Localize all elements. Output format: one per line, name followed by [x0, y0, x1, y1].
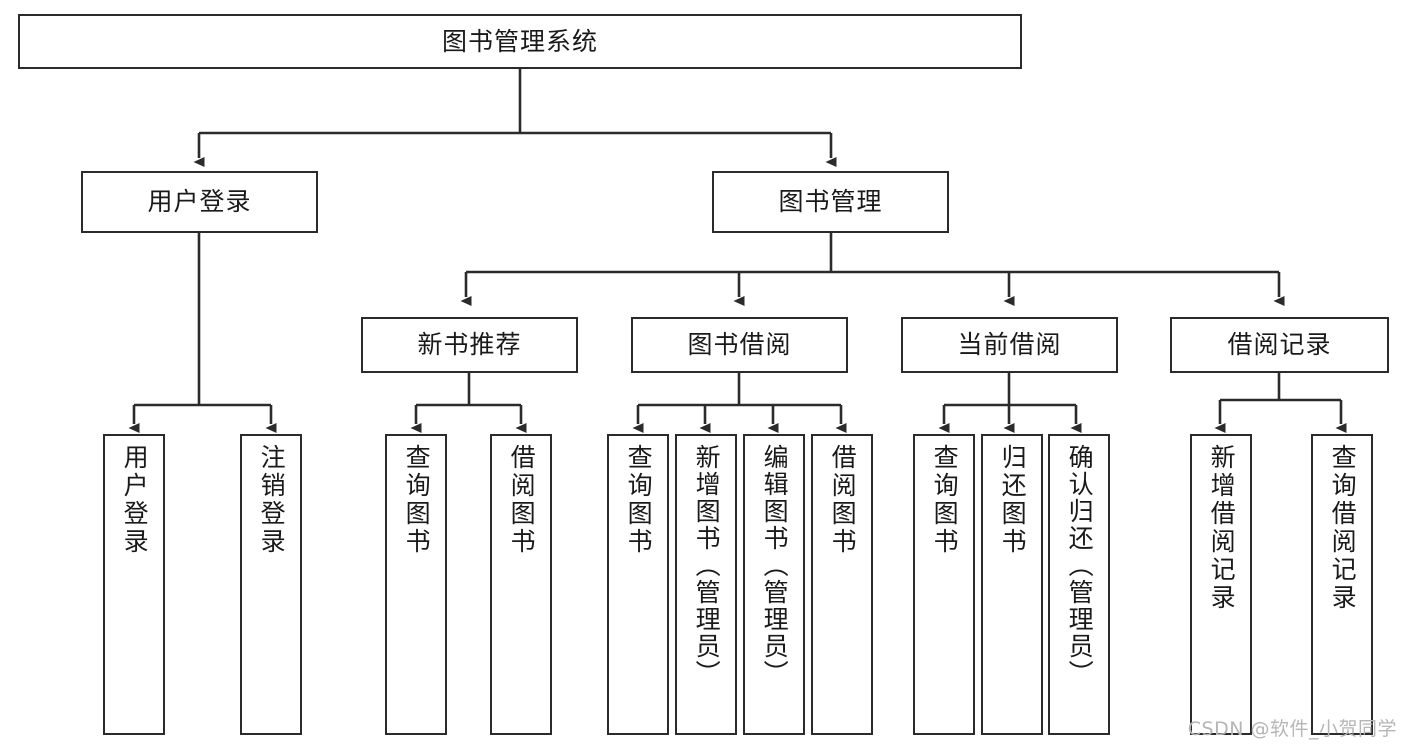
node-borrow-record[interactable]: 借阅记录 — [1170, 317, 1389, 373]
node-label: 查询借阅记录 — [1328, 444, 1358, 612]
node-user-login[interactable]: 用户登录 — [81, 171, 318, 233]
leaf-edit-book[interactable]: 编辑图书（管理员） — [743, 434, 805, 735]
node-book-borrow[interactable]: 图书借阅 — [631, 317, 848, 373]
node-label: 当前借阅 — [957, 330, 1062, 360]
leaf-return-book[interactable]: 归还图书 — [981, 434, 1043, 735]
node-label: 查询图书 — [624, 444, 654, 556]
node-label: 查询图书 — [930, 444, 960, 556]
leaf-query-book-1[interactable]: 查询图书 — [385, 434, 447, 735]
node-label: 新增借阅记录 — [1207, 444, 1237, 612]
node-label: 编辑图书（管理员） — [760, 444, 790, 687]
node-label: 借阅记录 — [1227, 330, 1332, 360]
node-label: 归还图书 — [998, 444, 1028, 556]
node-label: 用户登录 — [147, 187, 252, 217]
node-label: 新书推荐 — [417, 330, 522, 360]
node-label: 借阅图书 — [507, 444, 537, 556]
leaf-add-book[interactable]: 新增图书（管理员） — [675, 434, 737, 735]
node-label: 图书借阅 — [687, 330, 792, 360]
node-root-system[interactable]: 图书管理系统 — [18, 14, 1022, 69]
node-label: 借阅图书 — [828, 444, 858, 556]
leaf-user-logout[interactable]: 注销登录 — [240, 434, 302, 735]
node-label: 确认归还（管理员） — [1065, 444, 1095, 687]
leaf-query-book-2[interactable]: 查询图书 — [607, 434, 669, 735]
node-label: 注销登录 — [257, 444, 287, 556]
watermark-text: CSDN @软件_小贺同学 — [1187, 718, 1397, 740]
node-label: 图书管理系统 — [441, 26, 598, 56]
node-label: 查询图书 — [402, 444, 432, 556]
leaf-query-record[interactable]: 查询借阅记录 — [1311, 434, 1373, 735]
leaf-query-book-3[interactable]: 查询图书 — [913, 434, 975, 735]
leaf-borrow-book-1[interactable]: 借阅图书 — [490, 434, 552, 735]
leaf-add-record[interactable]: 新增借阅记录 — [1190, 434, 1252, 735]
node-current-borrow[interactable]: 当前借阅 — [901, 317, 1118, 373]
node-label: 图书管理 — [778, 187, 883, 217]
leaf-borrow-book-2[interactable]: 借阅图书 — [811, 434, 873, 735]
node-book-manage[interactable]: 图书管理 — [712, 171, 949, 233]
leaf-user-login[interactable]: 用户登录 — [103, 434, 165, 735]
node-new-book-recommend[interactable]: 新书推荐 — [361, 317, 578, 373]
node-label: 新增图书（管理员） — [692, 444, 722, 687]
leaf-confirm-return[interactable]: 确认归还（管理员） — [1048, 434, 1110, 735]
node-label: 用户登录 — [120, 444, 150, 556]
